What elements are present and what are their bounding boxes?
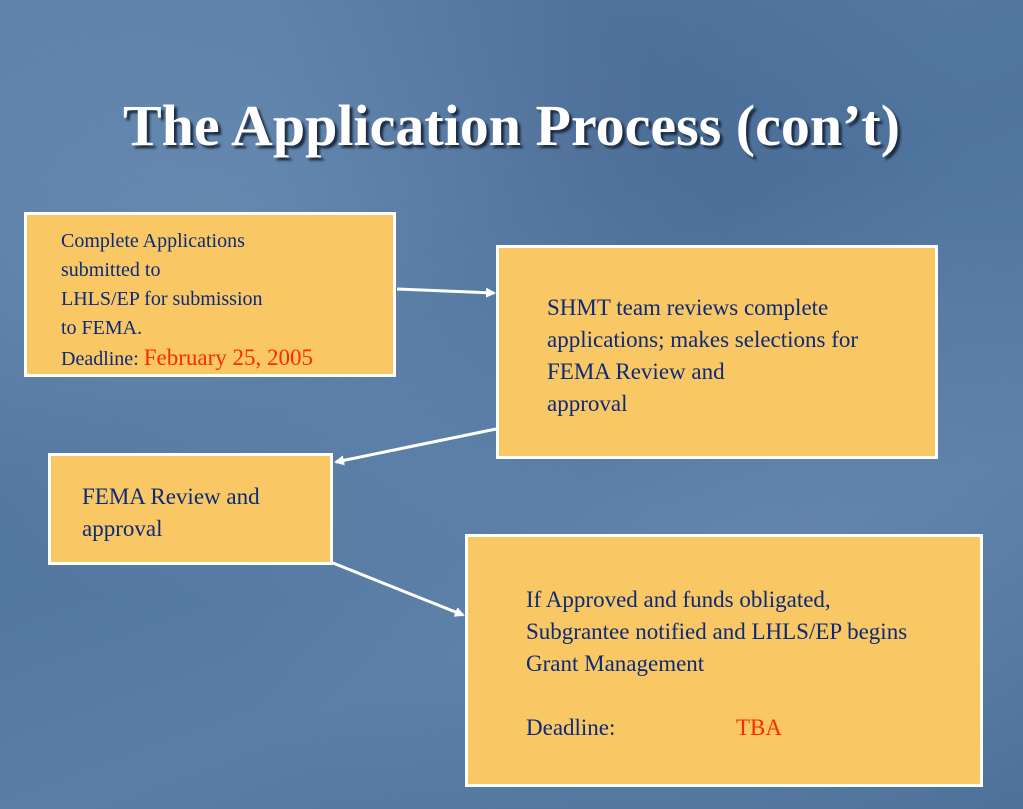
arrow-shmt-to-fema <box>334 427 497 466</box>
shmt-box-line: SHMT team reviews complete <box>547 295 829 320</box>
submit-box-text: Complete Applications submitted to LHLS/… <box>61 227 313 374</box>
arrow-fema-to-approved <box>332 561 465 617</box>
approved-box-text: If Approved and funds obligated, Subgran… <box>526 584 907 744</box>
shmt-box-line: approval <box>547 391 628 416</box>
approved-deadline-label: Deadline: <box>526 715 616 740</box>
approved-box-line: Subgrantee notified and LHLS/EP begins <box>526 619 908 644</box>
shmt-box-text: SHMT team reviews complete applications;… <box>547 292 858 420</box>
approved-deadline-row: Deadline: TBA <box>526 712 907 744</box>
approved-deadline-value: TBA <box>736 715 782 740</box>
slide-title: The Application Process (con’t) <box>122 93 901 158</box>
submit-deadline-label: Deadline: <box>61 348 139 370</box>
approved-box-line: If Approved and funds obligated, <box>526 587 831 612</box>
submit-deadline-row: Deadline: February 25, 2005 <box>61 343 313 374</box>
approved-box-line: Grant Management <box>526 651 705 676</box>
submit-box-line: submitted to <box>61 259 161 281</box>
fema-box-text: FEMA Review and approval <box>82 481 260 545</box>
submit-box-line: to FEMA. <box>61 317 143 339</box>
submit-deadline-value: February 25, 2005 <box>143 345 314 370</box>
submit-box-line: Complete Applications <box>61 230 245 252</box>
fema-box-line: FEMA Review and <box>82 484 260 509</box>
fema-box-line: approval <box>82 516 163 541</box>
submit-applications-box: Complete Applications submitted to LHLS/… <box>24 212 396 377</box>
shmt-box-line: FEMA Review and <box>547 359 725 384</box>
submit-box-line: LHLS/EP for submission <box>61 288 263 310</box>
fema-review-box: FEMA Review and approval <box>48 453 333 565</box>
arrow-submit-to-shmt <box>396 287 496 298</box>
shmt-box-line: applications; makes selections for <box>547 327 859 352</box>
approved-box: If Approved and funds obligated, Subgran… <box>465 534 983 787</box>
shmt-review-box: SHMT team reviews complete applications;… <box>496 245 938 459</box>
